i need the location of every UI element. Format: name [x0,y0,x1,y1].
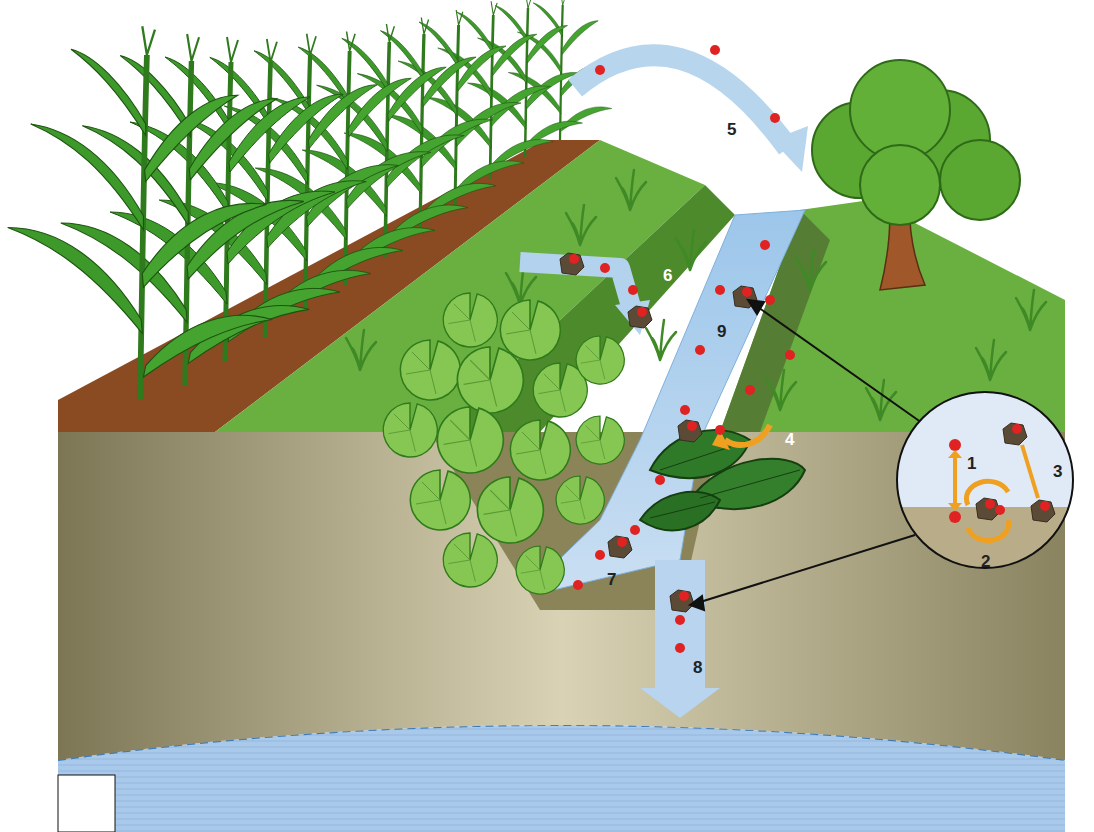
callout-number: 3 [1053,462,1062,482]
callout-number: 2 [981,552,990,572]
corn-plants [8,0,612,400]
callout-number: 9 [717,322,726,342]
tree [812,60,1020,290]
emergent-plants [640,430,805,530]
sediment-particles [560,253,757,612]
uptake-arrow [712,425,770,450]
callout-number: 6 [663,266,672,286]
blank-box [58,775,115,832]
leader-lines [690,300,925,610]
channel-flow [520,55,808,718]
callout-number: 1 [967,454,976,474]
floating-plants [383,293,624,594]
callout-number: 7 [607,570,616,590]
pollutant-dots [573,45,795,653]
callout-number: 8 [693,658,702,678]
callout-number: 4 [785,430,794,450]
callout-number: 5 [727,120,736,140]
zoom-circle [895,390,1075,577]
